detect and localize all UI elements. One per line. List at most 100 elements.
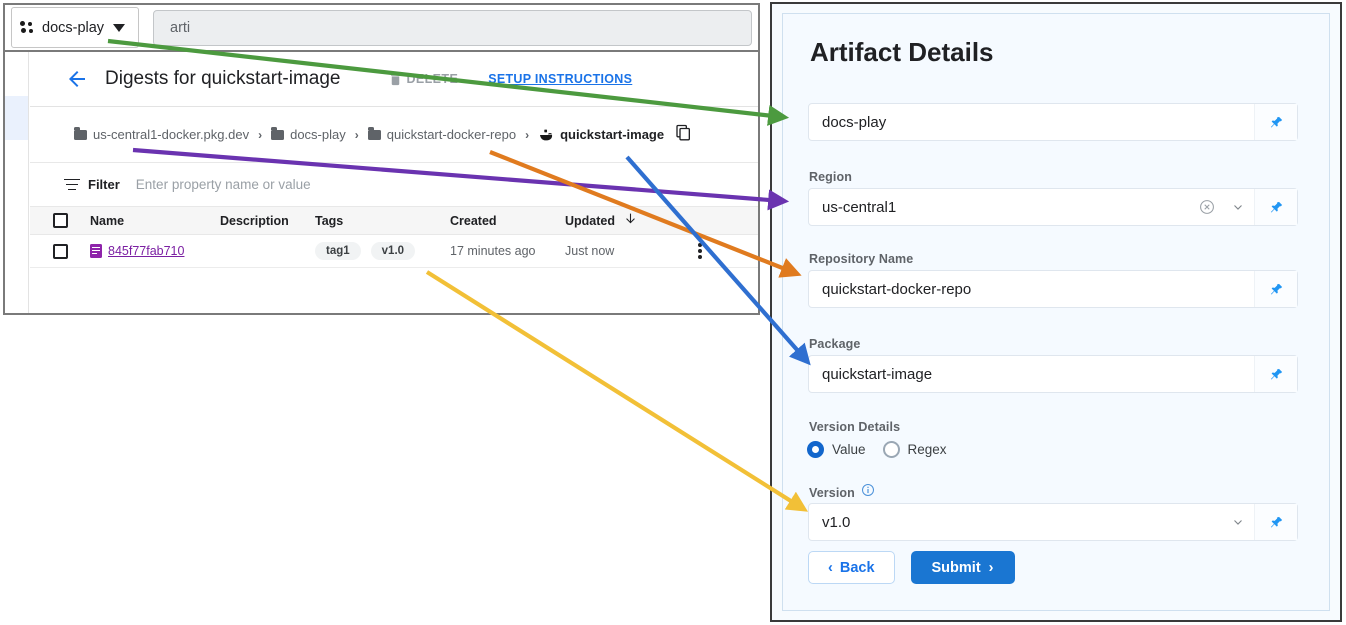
version-details-radio-group: Value Regex	[807, 441, 947, 458]
chevron-down-icon[interactable]	[1222, 200, 1254, 214]
breadcrumb-label: us-central1-docker.pkg.dev	[93, 127, 250, 142]
console-content: Digests for quickstart-image DELETE SETU…	[30, 52, 758, 313]
chevron-down-icon	[113, 23, 126, 32]
repository-name-label: Repository Name	[809, 252, 914, 266]
version-details-label: Version Details	[809, 420, 901, 434]
page-header: Digests for quickstart-image DELETE SETU…	[30, 52, 758, 107]
back-button[interactable]: ‹ Back	[808, 551, 895, 584]
page-title: Digests for quickstart-image	[105, 68, 341, 89]
region-input[interactable]	[809, 188, 1192, 226]
select-all-checkbox[interactable]	[52, 213, 68, 228]
column-header-name[interactable]: Name	[90, 213, 125, 228]
pin-icon[interactable]	[1254, 356, 1297, 392]
breadcrumb-separator: ›	[258, 127, 263, 142]
column-header-updated[interactable]: Updated	[565, 211, 680, 231]
gcp-logo-icon	[20, 21, 35, 34]
breadcrumb-label: quickstart-docker-repo	[386, 127, 517, 142]
folder-icon	[74, 126, 87, 140]
version-input[interactable]	[809, 503, 1222, 541]
region-label: Region	[809, 170, 852, 184]
search-value: arti	[170, 19, 191, 36]
package-field[interactable]	[808, 355, 1298, 393]
column-header-created[interactable]: Created	[450, 213, 497, 228]
row-overflow-menu-icon[interactable]	[698, 242, 702, 260]
radio-regex-label: Regex	[907, 442, 947, 457]
chevron-left-icon: ‹	[828, 559, 833, 576]
version-label: Version	[809, 485, 855, 500]
chevron-down-icon[interactable]	[1222, 515, 1254, 529]
repository-name-field[interactable]	[808, 270, 1298, 308]
pin-icon[interactable]	[1254, 504, 1297, 540]
breadcrumb-separator: ›	[354, 127, 359, 142]
setup-instructions-link[interactable]: SETUP INSTRUCTIONS	[488, 72, 633, 86]
breadcrumb-item-project[interactable]: docs-play	[271, 126, 346, 142]
project-input[interactable]	[809, 103, 1254, 141]
digest-link[interactable]: 845f77fab710	[90, 244, 220, 258]
column-header-updated-label: Updated	[565, 213, 615, 228]
info-icon[interactable]	[861, 483, 875, 502]
column-header-tags[interactable]: Tags	[315, 213, 344, 228]
tag-chip[interactable]: v1.0	[370, 242, 416, 260]
search-input[interactable]: arti	[153, 9, 752, 46]
digest-label: 845f77fab710	[108, 244, 185, 258]
column-header-description[interactable]: Description	[220, 213, 289, 228]
region-field[interactable]	[808, 188, 1298, 226]
panel-title: Artifact Details	[810, 37, 994, 67]
manifest-icon	[90, 244, 102, 258]
radio-value-label: Value	[832, 442, 866, 457]
delete-label: DELETE	[406, 72, 459, 86]
breadcrumb-label: docs-play	[290, 127, 346, 142]
back-button-label: Back	[839, 559, 875, 576]
submit-button-label: Submit	[931, 559, 981, 576]
table-row[interactable]: 845f77fab710 tag1 v1.0 17 minutes ago Ju…	[30, 235, 758, 268]
radio-value-icon[interactable]	[807, 441, 824, 458]
clear-icon[interactable]	[1192, 199, 1222, 215]
rail-selected-item[interactable]	[5, 96, 28, 140]
breadcrumb-item-registry[interactable]: us-central1-docker.pkg.dev	[74, 126, 250, 142]
folder-icon	[367, 126, 381, 140]
filter-icon[interactable]	[64, 178, 80, 191]
breadcrumb-item-repository[interactable]: quickstart-docker-repo	[367, 126, 517, 142]
filter-label: Filter	[88, 177, 120, 192]
breadcrumb: us-central1-docker.pkg.dev › docs-play ›…	[30, 107, 758, 163]
tags-cell: tag1 v1.0	[315, 242, 450, 260]
radio-regex-icon[interactable]	[882, 441, 900, 458]
version-label-row: Version	[809, 483, 875, 502]
row-checkbox[interactable]	[52, 243, 68, 259]
breadcrumb-item-package[interactable]: quickstart-image	[538, 127, 664, 142]
radio-option-regex[interactable]: Regex	[882, 441, 947, 458]
tag-chip[interactable]: tag1	[315, 242, 361, 260]
repository-name-input[interactable]	[809, 270, 1254, 308]
panel-button-row: ‹ Back Submit ›	[808, 551, 1015, 584]
breadcrumb-label: quickstart-image	[560, 127, 665, 142]
updated-cell: Just now	[565, 244, 615, 258]
breadcrumb-separator: ›	[525, 127, 530, 142]
console-top-bar: docs-play arti	[5, 5, 758, 52]
left-nav-rail	[5, 52, 29, 313]
trash-icon	[391, 73, 401, 85]
created-cell: 17 minutes ago	[450, 244, 536, 258]
project-picker-label: docs-play	[42, 19, 105, 36]
radio-option-value[interactable]: Value	[807, 441, 866, 458]
delete-button[interactable]: DELETE	[388, 72, 458, 87]
filter-input[interactable]	[133, 176, 518, 193]
version-field[interactable]	[808, 503, 1298, 541]
docker-icon	[540, 129, 553, 140]
filter-bar: Filter	[30, 163, 758, 207]
submit-button[interactable]: Submit ›	[910, 551, 1015, 584]
copy-icon[interactable]	[675, 124, 691, 146]
back-arrow-icon[interactable]	[64, 66, 90, 92]
pin-icon[interactable]	[1254, 189, 1297, 225]
table-header-row: Name Description Tags Created Updated	[30, 207, 758, 235]
cloud-console-window: docs-play arti Digests for quickstart-im…	[3, 3, 760, 315]
package-input[interactable]	[809, 355, 1254, 393]
digests-table: Name Description Tags Created Updated	[30, 207, 758, 313]
pin-icon[interactable]	[1254, 104, 1297, 140]
digest-cell: 845f77fab710	[90, 244, 220, 258]
project-field[interactable]	[808, 103, 1298, 141]
project-picker-button[interactable]: docs-play	[11, 7, 139, 48]
chevron-right-icon: ›	[988, 559, 994, 576]
folder-icon	[271, 126, 285, 140]
sort-down-arrow-icon	[624, 211, 637, 231]
pin-icon[interactable]	[1254, 271, 1297, 307]
